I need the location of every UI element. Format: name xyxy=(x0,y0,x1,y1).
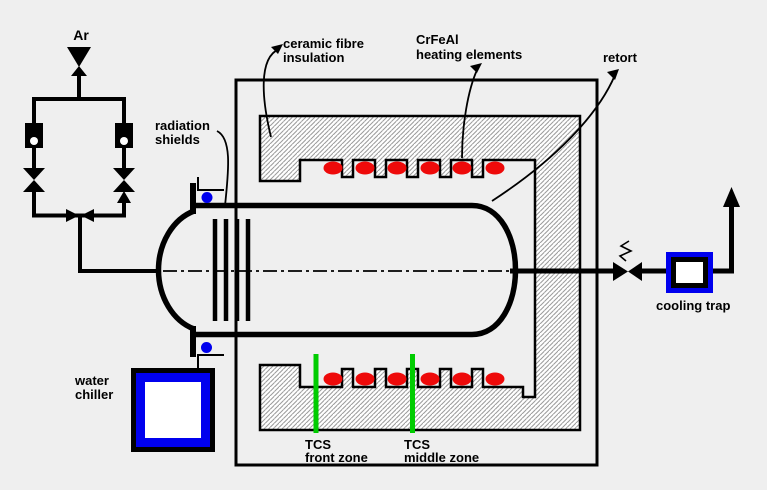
heating-element-icon xyxy=(452,161,472,175)
cooling-port-bottom-icon xyxy=(201,342,212,353)
gas-inlet-arrow-icon xyxy=(71,66,87,76)
flow-meter-right-indicator xyxy=(120,137,128,145)
flow-arrow-up-icon xyxy=(117,191,131,203)
heating-element-icon xyxy=(387,372,407,386)
flow-arrow-right-icon xyxy=(66,209,79,222)
flow-meter-left-icon xyxy=(25,123,43,148)
heating-elements-group xyxy=(323,161,505,386)
argon-feed-pipe xyxy=(78,215,160,273)
cooling-trap-body xyxy=(676,262,703,283)
heating-element-icon xyxy=(420,372,440,386)
tcs-probes-group xyxy=(313,354,415,433)
heating-elements-label: heating elements xyxy=(416,47,522,62)
exhaust-arrow-icon xyxy=(723,187,740,207)
retort-vessel xyxy=(155,177,519,368)
valve-right-icon xyxy=(113,180,135,192)
tcs-front-label: front zone xyxy=(305,450,368,465)
argon-header-pipe xyxy=(32,97,126,123)
tcs-middle-label: TCS xyxy=(404,437,430,452)
heating-element-icon xyxy=(355,161,375,175)
exhaust-valve-icon xyxy=(628,262,642,281)
valve-right-icon xyxy=(113,168,135,180)
heating-element-icon xyxy=(323,161,343,175)
heating-element-icon xyxy=(452,372,472,386)
valve-left-icon xyxy=(23,180,45,192)
argon-label: Ar xyxy=(73,27,89,43)
insulation-pointer-arrow-icon xyxy=(271,44,283,54)
water-chiller-label: water xyxy=(74,373,109,388)
water-chiller-body xyxy=(145,382,201,438)
radiation-shields-group xyxy=(212,219,251,321)
heating-element-icon xyxy=(323,372,343,386)
retort-pointer-line xyxy=(491,74,616,202)
heating-element-icon xyxy=(485,372,505,386)
water-chiller xyxy=(131,368,215,452)
insulation-label: ceramic fibre xyxy=(283,36,364,51)
radiation-shields-label: radiation xyxy=(155,118,210,133)
heating-elements-pointer-line xyxy=(461,69,478,159)
gas-inlet-icon xyxy=(67,47,91,67)
water-chiller-label: chiller xyxy=(75,387,113,402)
flange-bracket-bottom xyxy=(197,354,224,368)
radiation-shields-label: shields xyxy=(155,132,200,147)
exhaust-line xyxy=(510,187,740,293)
insulation-pointer-line xyxy=(262,48,280,138)
cooling-port-top-icon xyxy=(201,192,213,203)
radiation-shields-pointer-line xyxy=(216,130,230,207)
argon-supply-circuit xyxy=(23,47,160,273)
exhaust-valve-icon xyxy=(613,262,628,281)
heating-element-icon xyxy=(355,372,375,386)
valve-left-icon xyxy=(23,168,45,180)
ceramic-fibre-insulation xyxy=(258,114,582,432)
heating-elements-pointer-arrow-icon xyxy=(470,63,482,73)
retort-label: retort xyxy=(603,50,638,65)
cooling-trap-label: cooling trap xyxy=(656,298,730,313)
flow-meter-left-indicator xyxy=(30,137,38,145)
valve-spring-icon xyxy=(618,240,633,262)
tcs-middle-label: middle zone xyxy=(404,450,479,465)
flange-bracket-top xyxy=(197,177,224,191)
flow-arrow-left-icon xyxy=(81,209,94,222)
retort-shell xyxy=(196,202,519,338)
heating-element-icon xyxy=(420,161,440,175)
retort-dished-head xyxy=(155,208,196,332)
heating-element-icon xyxy=(485,161,505,175)
tcs-front-label: TCS xyxy=(305,437,331,452)
heating-element-icon xyxy=(387,161,407,175)
heating-elements-label: CrFeAl xyxy=(416,32,459,47)
retort-pointer-arrow-icon xyxy=(607,69,619,80)
flow-meter-right-icon xyxy=(115,123,133,148)
argon-join-pipe xyxy=(32,190,126,218)
insulation-label: insulation xyxy=(283,50,344,65)
